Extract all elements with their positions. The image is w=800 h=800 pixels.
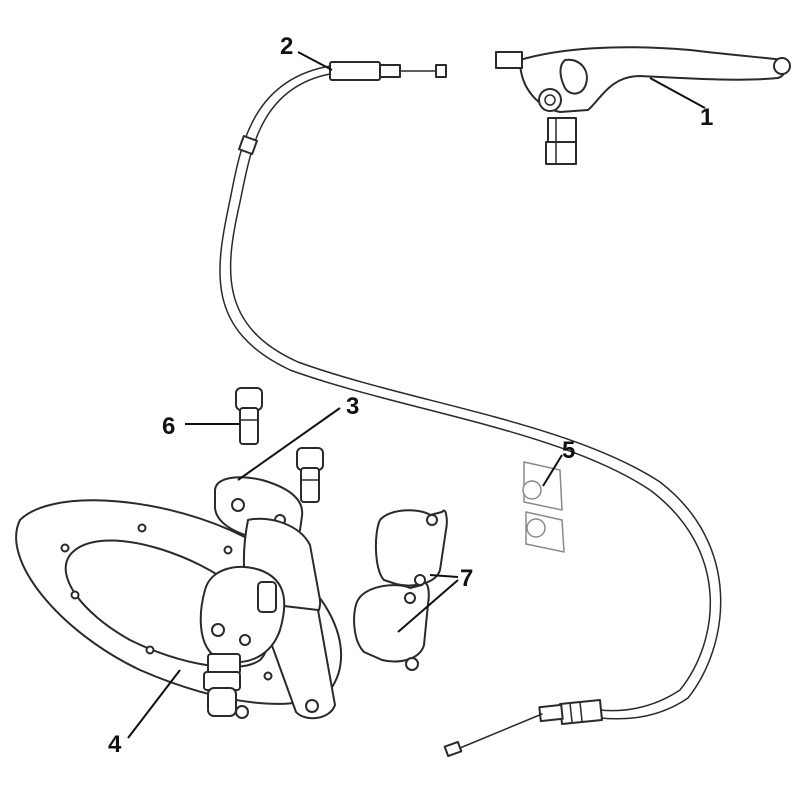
bolt-upper [235,387,263,445]
cable-lower-end [443,699,603,758]
pad-springs [522,461,565,553]
leader-5 [542,454,563,487]
callout-2: 2 [280,33,293,60]
bolt-lower [296,447,324,503]
brake-cable [219,65,722,720]
leader-2 [297,51,333,71]
callout-1: 1 [700,104,713,131]
leader-lines [127,51,706,739]
callout-4: 4 [108,731,122,758]
callout-6: 6 [162,413,175,440]
brake-caliper [199,476,336,720]
callout-7: 7 [460,565,473,592]
brake-pads [353,509,448,671]
brake-lever-assembly [495,46,791,165]
callout-5: 5 [562,437,575,464]
leader-1 [649,77,706,109]
leader-3 [237,407,341,481]
cable-upper-end [329,61,447,81]
leader-4 [127,669,181,739]
leader-7a [429,574,459,578]
leader-7b [397,579,459,633]
callout-3: 3 [346,393,359,420]
